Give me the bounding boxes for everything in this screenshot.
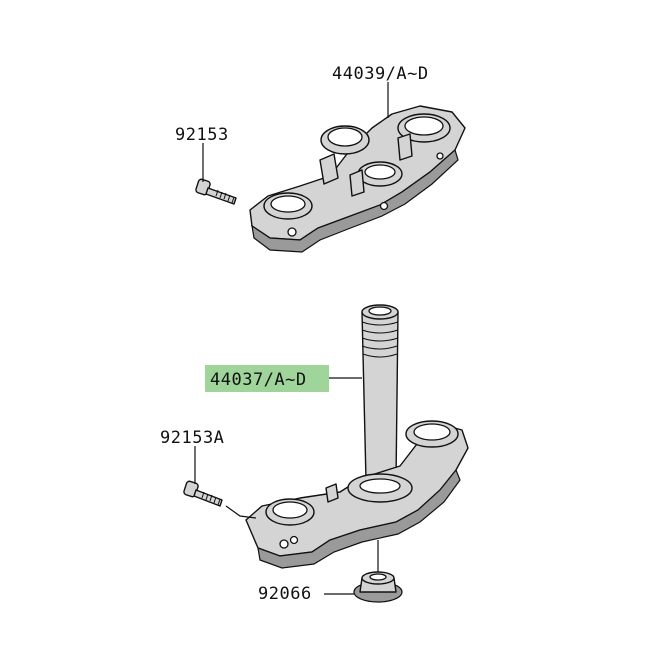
- upper-bolt[interactable]: [195, 178, 237, 205]
- upper-triple-clamp[interactable]: [249, 105, 466, 253]
- label-upper-bolt[interactable]: 92153: [175, 125, 229, 145]
- label-upper-bracket[interactable]: 44039/A~D: [332, 64, 429, 84]
- label-stem-bracket[interactable]: 44037/A~D: [210, 370, 307, 390]
- lower-bolt[interactable]: [183, 480, 223, 507]
- leader-lines: [194, 82, 389, 595]
- stem-lower-bracket[interactable]: [245, 304, 469, 569]
- stem-nut[interactable]: [353, 571, 403, 603]
- label-stem-nut[interactable]: 92066: [258, 584, 312, 604]
- highlight-box: [205, 365, 329, 392]
- label-lower-bolt[interactable]: 92153A: [160, 428, 224, 448]
